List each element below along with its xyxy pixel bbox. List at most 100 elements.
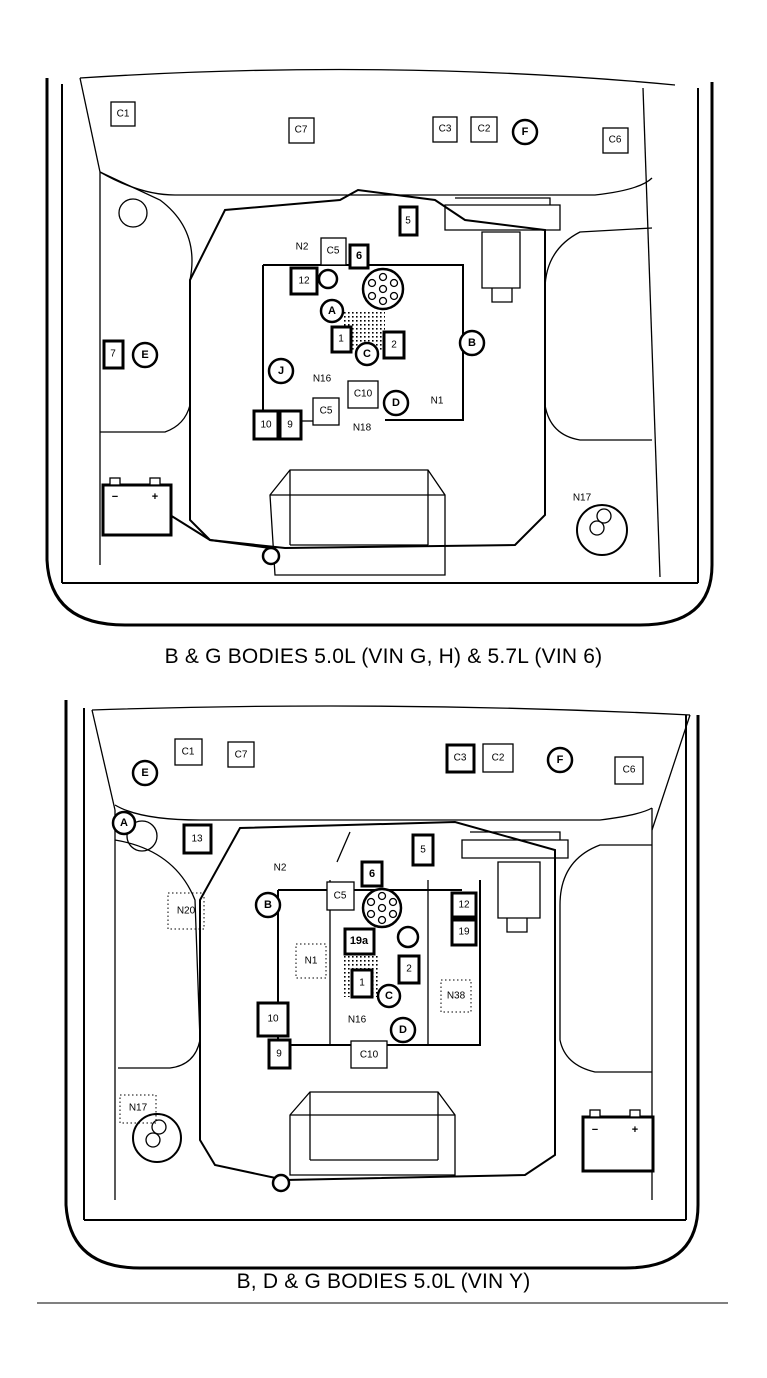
d1-n16-label: N16 <box>313 374 332 385</box>
d2-f-label: F <box>557 754 564 766</box>
d2-n17-hole-a <box>151 1119 167 1135</box>
d2-cowl-front <box>114 804 653 821</box>
d2-n17-hole-b <box>145 1132 161 1148</box>
d1-1: 1 <box>330 325 353 354</box>
d1-lower-ground-loop <box>261 546 281 566</box>
d2-12-label: 12 <box>458 900 470 911</box>
d1-b: B <box>458 329 486 357</box>
d1-battery-cable <box>169 514 271 549</box>
d1-cowl-top <box>79 68 676 86</box>
d1-10-label: 10 <box>260 420 272 431</box>
d1-d: D <box>382 389 410 417</box>
d2-e-label: E <box>141 767 148 779</box>
d1-e-label: E <box>141 349 148 361</box>
d2-distributor <box>361 887 403 929</box>
d2-battery-plus: + <box>632 1124 638 1136</box>
d2-cowl-left <box>91 709 116 811</box>
d2-cowl-top <box>91 705 691 716</box>
d1-c2: C2 <box>470 116 498 143</box>
d2-5: 5 <box>411 833 435 867</box>
d1-battery: − + <box>101 477 173 537</box>
d1-2-label: 2 <box>391 340 397 351</box>
d2-c7: C7 <box>227 741 255 768</box>
d2-n2-label: N2 <box>274 863 287 874</box>
d2-c10-label: C10 <box>360 1050 379 1061</box>
d1-9: 9 <box>278 409 303 441</box>
d2-b: B <box>254 891 282 919</box>
d1-j-label: J <box>278 365 284 377</box>
d1-c3: C3 <box>432 116 458 143</box>
d2-a: A <box>111 810 137 836</box>
d2-10: 10 <box>256 1001 290 1038</box>
d1-f: F <box>511 118 539 146</box>
diagram-1-caption: B & G BODIES 5.0L (VIN G, H) & 5.7L (VIN… <box>164 645 603 668</box>
d1-c5-bottom-label: C5 <box>320 406 333 417</box>
d1-distributor <box>361 267 405 311</box>
d2-5-label: 5 <box>420 845 426 856</box>
d1-7: 7 <box>102 339 125 370</box>
diagram-2: − + E C1 C7 C3 C2 F C6 A 13 5 N2 N20 <box>64 700 700 1270</box>
d1-j: J <box>267 357 295 385</box>
d2-9: 9 <box>267 1038 292 1070</box>
d2-n38-label: N38 <box>447 991 466 1002</box>
d2-13: 13 <box>182 823 213 855</box>
d1-c: C <box>354 341 380 367</box>
d2-right-wheelhouse <box>559 844 652 1073</box>
d1-c10: C10 <box>347 380 379 409</box>
d1-c6: C6 <box>602 127 629 154</box>
d1-c6-label: C6 <box>609 135 622 146</box>
d1-f-label: F <box>522 126 529 138</box>
d2-harness-top <box>336 831 351 863</box>
d1-left-mount-hole <box>118 198 148 228</box>
d1-6: 6 <box>348 243 370 270</box>
diagram-2-caption: B, D & G BODIES 5.0L (VIN Y) <box>236 1270 531 1293</box>
d1-c-label: C <box>363 348 371 360</box>
d1-7-label: 7 <box>110 349 116 360</box>
diagram-1: − + C1 C7 C3 C2 F C6 5 N2 C5 6 12 A 1 <box>45 68 714 627</box>
d2-battery-minus: − <box>592 1124 598 1136</box>
d2-2-label: 2 <box>406 964 412 975</box>
d1-battery-minus: − <box>112 491 118 503</box>
d1-n2-label: N2 <box>296 242 309 253</box>
d2-19: 19 <box>450 918 478 947</box>
d2-radiator <box>289 1091 456 1176</box>
d2-c5: C5 <box>326 881 355 911</box>
d2-n20-label: N20 <box>177 906 196 917</box>
d1-c7-label: C7 <box>295 125 308 136</box>
d1-master-cylinder <box>481 231 521 303</box>
d1-n17-hole-b <box>589 520 605 536</box>
d1-12-label: 12 <box>298 276 310 287</box>
d2-n17-wheelhouse <box>132 1113 182 1163</box>
d2-c-label: C <box>385 990 393 1002</box>
d2-19a-label: 19a <box>350 935 369 947</box>
d1-c2-label: C2 <box>478 124 491 135</box>
d2-left-wheelhouse <box>114 839 201 1069</box>
d2-e: E <box>131 759 159 787</box>
d1-b-label: B <box>468 337 476 349</box>
d1-10: 10 <box>252 409 280 441</box>
d2-c1: C1 <box>174 738 203 766</box>
d2-1: 1 <box>350 968 374 999</box>
d1-c5-top: C5 <box>320 237 347 266</box>
d1-right-wheelhouse <box>544 227 653 441</box>
d1-brake-booster <box>444 197 561 231</box>
d1-c10-label: C10 <box>354 389 373 400</box>
d2-12: 12 <box>450 891 478 919</box>
d1-cowl-left <box>79 77 101 173</box>
d2-n17-label: N17 <box>129 1103 148 1114</box>
d1-c5-top-label: C5 <box>327 246 340 257</box>
d2-c3: C3 <box>445 743 476 774</box>
d2-c: C <box>376 983 402 1009</box>
d1-n1-label: N1 <box>431 396 444 407</box>
d1-n17-label: N17 <box>573 493 592 504</box>
d1-1-label: 1 <box>338 334 344 345</box>
d2-19-label: 19 <box>458 927 470 938</box>
d2-n16-label: N16 <box>348 1015 367 1026</box>
d1-c7: C7 <box>288 117 315 144</box>
d2-9-label: 9 <box>276 1049 282 1060</box>
d2-c2: C2 <box>482 743 514 773</box>
d1-a: A <box>319 298 345 324</box>
d2-d-label: D <box>399 1024 407 1036</box>
d2-radiator-face <box>290 1092 455 1161</box>
